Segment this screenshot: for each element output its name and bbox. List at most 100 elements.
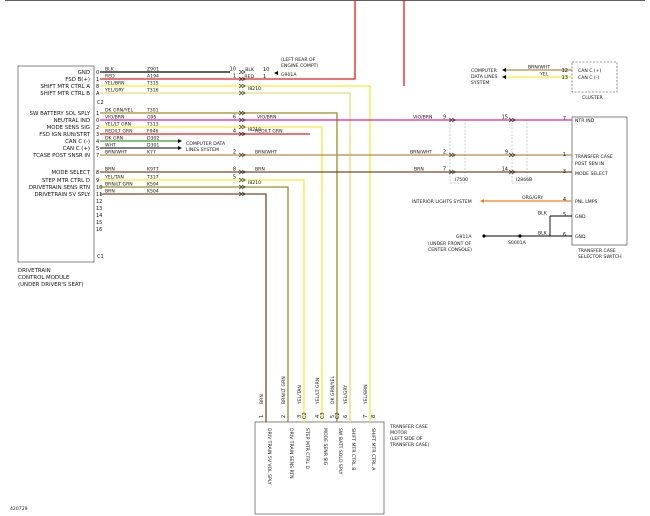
motor-pin-number: 3 <box>297 415 303 418</box>
module-pin-label: MODE SELECT <box>52 170 91 176</box>
inline-connector-marker <box>508 169 516 175</box>
inline-pin-number: 14 <box>502 167 508 173</box>
wire-circuit-label: T313 <box>146 122 159 128</box>
wire-circuit-label: K977 <box>147 167 159 173</box>
motor-function-label: DRIV TRAIN 5V VOL SPLY <box>266 428 272 485</box>
motor-name-line: (LEFT SIDE OF <box>390 436 423 442</box>
wire-circuit-label: G95 <box>147 115 156 121</box>
module-pin-number: 5 <box>96 146 99 152</box>
module-name-line: (UNDER DRIVER'S SEAT) <box>18 282 84 288</box>
wire-color-label: DK GRN <box>105 136 123 142</box>
module-pin-number: 7 <box>96 153 99 159</box>
arrow-cluster-1 <box>502 68 506 72</box>
inline-connector-marker <box>508 117 516 123</box>
wire-color-label: VIO/BRN <box>105 115 124 121</box>
inline-connector-marker <box>238 76 246 82</box>
inline-pin-number: 15 <box>502 115 508 121</box>
wire-step-mtr-d <box>100 179 305 422</box>
arrow-interior-lights <box>480 199 484 203</box>
wire-circuit-label: D301 <box>147 143 159 149</box>
inline-connector-marker <box>238 131 246 137</box>
inline-pin-number: 10 <box>230 67 236 73</box>
wire-circuit-label: K594 <box>147 182 159 188</box>
module-name-line: DRIVETRAIN <box>18 268 51 274</box>
wire-circuit-label: T316 <box>146 88 159 94</box>
diagram-id: 420729 <box>10 506 28 512</box>
motor-pin-number: 4 <box>315 415 321 418</box>
inline-pin-number: 9 <box>443 115 446 121</box>
wire-sens-rtn <box>100 186 289 422</box>
interior-lights-wire: ORG/GRY <box>522 195 543 201</box>
inline-pin-number: 7 <box>443 167 446 173</box>
arrow-cluster-2 <box>502 75 506 79</box>
arrow-data-1 <box>178 139 182 143</box>
cluster-data-lines: DATA LINES <box>471 74 498 80</box>
module-pin-label: MODE SENS SIG <box>47 125 90 131</box>
motor-pin-number: 2 <box>281 415 287 418</box>
switch-box <box>571 116 628 246</box>
wire-circuit-label: T315 <box>146 81 159 87</box>
switch-pin-label: TRANSFER CASE <box>574 154 613 160</box>
arrow-data-2 <box>178 146 182 150</box>
switch-pin-number: 5 <box>563 212 566 218</box>
mid-wire-label: VIO/BRN <box>257 115 276 121</box>
switch-pin-label: GND <box>575 214 586 220</box>
wire-5v-sply <box>100 193 267 422</box>
module-pin-label: SHIFT MTR CTRL B <box>40 91 90 97</box>
wire-circuit-label: K77 <box>147 150 156 156</box>
inline-connector-marker <box>238 184 246 190</box>
wire-color-label: BRN/LT GRN <box>105 182 133 188</box>
wire-circuit-label: Z901 <box>147 67 159 73</box>
module-pin-label: TCASE POST SNSR IN <box>32 153 90 159</box>
wire-circuit-label: F946 <box>147 129 158 135</box>
cluster-pin-number: 12 <box>562 68 568 74</box>
inline-pin-number: 6 <box>233 115 236 121</box>
inline-connector-marker <box>238 191 246 197</box>
inline-connector-name: I7500 <box>455 177 468 183</box>
module-pin-label: GND <box>78 70 90 76</box>
data-lines-label: COMPUTER DATA <box>186 141 226 147</box>
ground-right-wire: BLK <box>538 231 548 237</box>
module-connector-c1: C1 <box>97 254 104 260</box>
motor-pin-number: 7 <box>363 415 369 418</box>
inline-connector-name: I8210 <box>248 86 261 92</box>
motor-pin-number: 8 <box>371 415 377 418</box>
motor-wire-color: DK GRN/YEL <box>330 376 336 404</box>
motor-wire-color: BRN <box>259 394 265 404</box>
wire-color-label: WHT <box>105 143 116 149</box>
module-pin-label: CAN C (+) <box>63 146 90 152</box>
inline-connector-marker <box>508 152 516 158</box>
switch-pin-number: 6 <box>563 232 566 238</box>
motor-function-label: MODE SENR SIG <box>322 428 328 466</box>
motor-wire-color: YEL/GRY <box>343 385 349 405</box>
ground-right-name: G911A <box>456 234 472 240</box>
mid-wire-label: BRN/WHT <box>255 150 277 156</box>
cluster-name: CLUSTER <box>582 95 604 101</box>
switch-pin-number: 3 <box>563 169 566 175</box>
g901-pin: 1 <box>263 74 266 80</box>
wire-fsd-red <box>100 0 356 80</box>
module-pin-number: 2 <box>96 125 99 131</box>
switch-pin-label: POST SEN IN <box>575 161 604 167</box>
cluster-wire-label: BRN/WHT <box>528 65 550 71</box>
wire-color-label: BRN <box>105 189 115 195</box>
wire-color-label: YEL/GRY <box>104 88 124 94</box>
inline-connector-marker <box>238 124 246 130</box>
wire-sw-battery <box>100 112 338 422</box>
mid-wire-label: BRN <box>255 167 265 173</box>
ground-right-wire: BLK <box>538 211 548 217</box>
wire-color-label: YEL/LT GRN <box>104 122 131 128</box>
module-pin-label: DRIVETRAIN 5V SPLY <box>34 192 90 198</box>
shield-right <box>511 119 528 184</box>
motor-function-label: SW BATT SOLD SPLY <box>337 428 343 475</box>
inline-pin-number: 2 <box>233 150 236 156</box>
inline-connector-marker <box>238 69 246 75</box>
mid-wire-label: BRN/WHT <box>410 150 432 156</box>
switch-pin-label: MODE SELECT <box>575 171 608 177</box>
motor-function-label: STEP MTR CTRL D <box>304 428 310 470</box>
inline-connector-name: I2866B <box>516 177 532 183</box>
inline-connector-marker <box>448 169 456 175</box>
switch-pin-label: NTR IND <box>575 118 595 124</box>
module-pin-number: 12 <box>96 199 102 205</box>
switch-pin-number: 7 <box>563 116 566 122</box>
